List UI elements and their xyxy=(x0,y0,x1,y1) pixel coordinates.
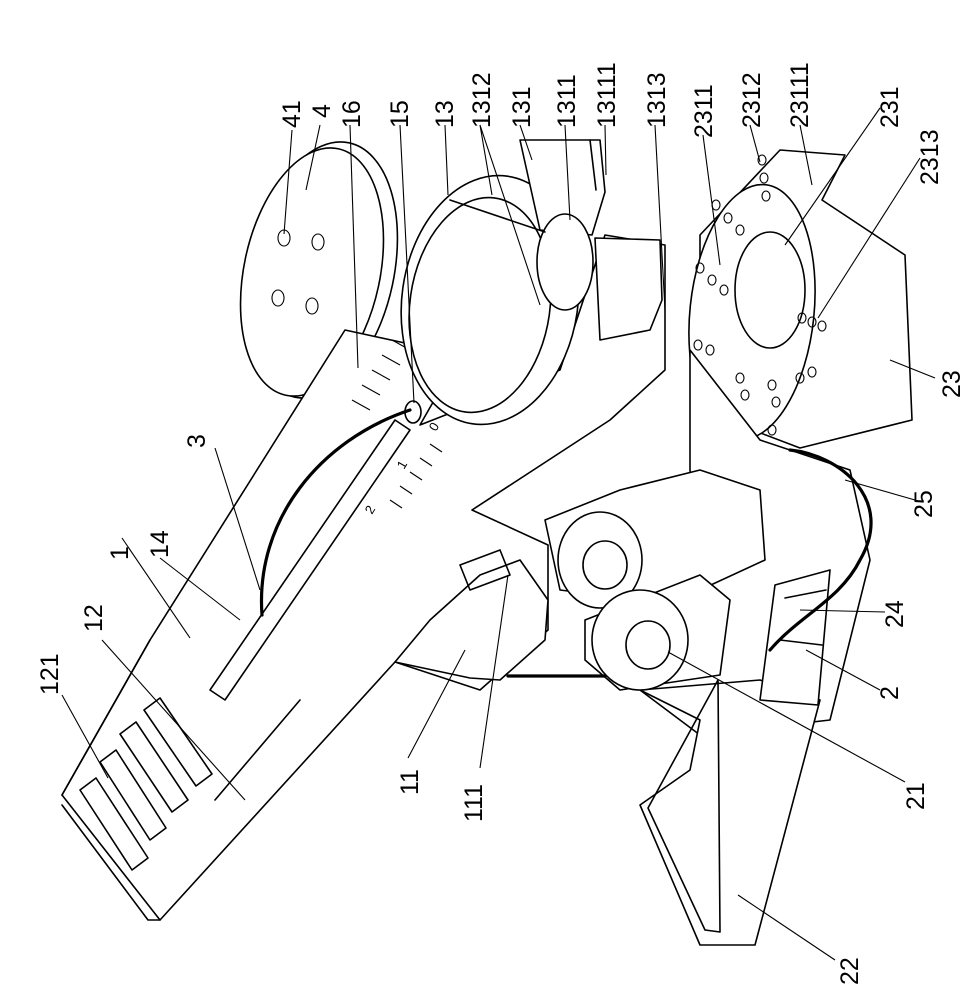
label-41: 41 xyxy=(278,100,306,128)
label-111: 111 xyxy=(460,784,488,822)
label-2311: 2311 xyxy=(690,84,718,138)
label-11: 11 xyxy=(396,769,424,795)
label-2: 2 xyxy=(876,686,904,700)
label-13: 13 xyxy=(431,100,459,128)
label-121: 121 xyxy=(36,653,64,695)
inner-face-1311 xyxy=(537,214,593,310)
label-15: 15 xyxy=(386,100,414,128)
label-24: 24 xyxy=(881,600,909,628)
label-1: 1 xyxy=(106,546,134,560)
label-4: 4 xyxy=(308,104,336,118)
label-3: 3 xyxy=(183,434,211,448)
hinge-21 xyxy=(592,590,688,690)
label-23: 23 xyxy=(938,370,966,398)
label-14: 14 xyxy=(146,530,174,558)
label-16: 16 xyxy=(338,100,366,128)
label-2313: 2313 xyxy=(916,129,944,185)
label-1313: 1313 xyxy=(643,72,671,128)
label-1311: 1311 xyxy=(553,74,581,128)
label-13111: 13111 xyxy=(593,62,621,128)
label-25: 25 xyxy=(910,490,938,518)
label-22: 22 xyxy=(836,957,864,985)
label-1312: 1312 xyxy=(468,72,496,128)
label-21: 21 xyxy=(902,782,930,810)
label-131: 131 xyxy=(508,86,536,128)
bore-231 xyxy=(735,232,805,348)
label-231: 231 xyxy=(876,86,904,128)
label-12: 12 xyxy=(80,604,108,632)
label-2312: 2312 xyxy=(738,72,766,128)
label-23111: 23111 xyxy=(786,62,814,128)
